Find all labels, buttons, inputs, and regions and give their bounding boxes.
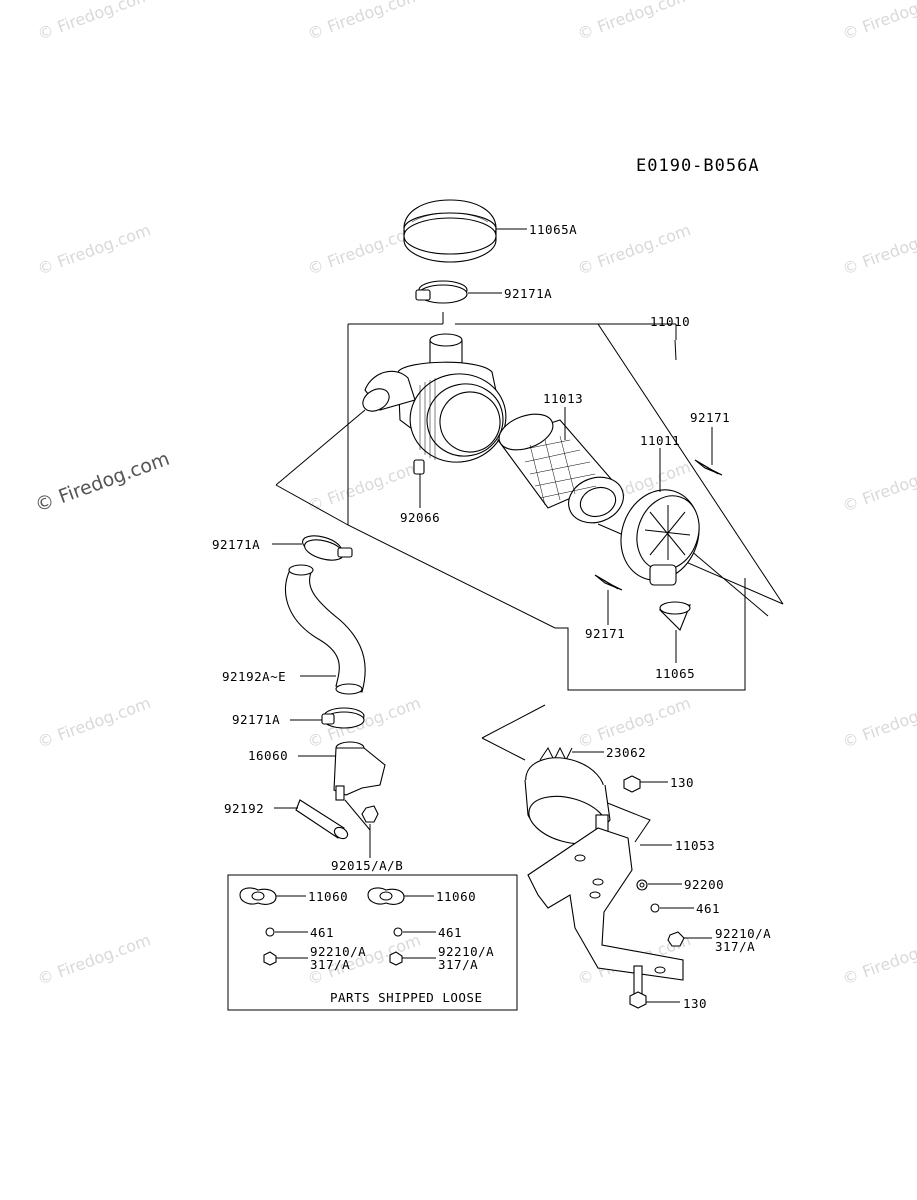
label-461: 461 bbox=[696, 901, 720, 916]
watermark: © Firedog.com bbox=[575, 693, 693, 752]
label-92171A-low: 92171A bbox=[232, 712, 280, 727]
washer-92200-part[interactable] bbox=[636, 879, 648, 891]
loose-washer-right-part[interactable] bbox=[393, 927, 403, 937]
watermark: © Firedog.com bbox=[840, 930, 917, 989]
label-130-upper: 130 bbox=[670, 775, 694, 790]
label-92192: 92192 bbox=[224, 801, 264, 816]
loose-washer-left-part[interactable] bbox=[265, 927, 275, 937]
label-317A-right: 317/A bbox=[438, 957, 478, 972]
label-11065: 11065 bbox=[655, 666, 695, 681]
label-92210A-right: 92210/A bbox=[438, 944, 494, 959]
label-317A: 317/A bbox=[715, 939, 755, 954]
label-23062: 23062 bbox=[606, 745, 646, 760]
air-cleaner-housing[interactable] bbox=[359, 333, 513, 475]
label-92171A-mid: 92171A bbox=[212, 537, 260, 552]
band-part[interactable] bbox=[520, 750, 613, 852]
watermark: © Firedog.com bbox=[575, 220, 693, 279]
label-461-left: 461 bbox=[310, 925, 334, 940]
label-92171A-top: 92171A bbox=[504, 286, 552, 301]
cover-part[interactable] bbox=[403, 199, 497, 263]
label-11010: 11010 bbox=[650, 314, 690, 329]
loose-box-title: PARTS SHIPPED LOOSE bbox=[330, 990, 483, 1005]
valve-part[interactable] bbox=[658, 601, 691, 631]
bolt-lower-part[interactable] bbox=[629, 965, 647, 1009]
band-outline bbox=[481, 704, 651, 843]
watermark: © Firedog.com bbox=[305, 0, 423, 44]
label-92210A-left: 92210/A bbox=[310, 944, 366, 959]
parts-shipped-loose-box bbox=[227, 874, 518, 1011]
watermark: © Firedog.com bbox=[35, 930, 153, 989]
label-11053: 11053 bbox=[675, 838, 715, 853]
watermark: © Firedog.com bbox=[840, 220, 917, 279]
loose-nut-right-part[interactable] bbox=[389, 951, 403, 966]
label-92200: 92200 bbox=[684, 877, 724, 892]
label-11013: 11013 bbox=[543, 391, 583, 406]
watermark: © Firedog.com bbox=[575, 0, 693, 44]
label-92015: 92015/A/B bbox=[331, 858, 403, 873]
clamp-top-part[interactable] bbox=[415, 280, 468, 304]
tube-part[interactable] bbox=[295, 799, 350, 841]
label-11060-left: 11060 bbox=[308, 889, 348, 904]
pipe-part[interactable] bbox=[333, 741, 386, 801]
watermark: © Firedog.com bbox=[840, 693, 917, 752]
clip-upper-part[interactable] bbox=[694, 459, 723, 476]
clamp-mid-part[interactable] bbox=[300, 532, 353, 564]
clip-lower-part[interactable] bbox=[594, 574, 623, 591]
watermark: © Firedog.com bbox=[840, 0, 917, 44]
watermark: © Firedog.com bbox=[305, 457, 423, 516]
filter-element-part[interactable] bbox=[494, 407, 630, 530]
watermark-prominent: © Firedog.com bbox=[32, 448, 172, 517]
watermark: © Firedog.com bbox=[35, 220, 153, 279]
label-461-right: 461 bbox=[438, 925, 462, 940]
cap-part[interactable] bbox=[609, 479, 712, 591]
watermark: © Firedog.com bbox=[840, 457, 917, 516]
nut-92015-part[interactable] bbox=[361, 805, 379, 823]
label-317A-left: 317/A bbox=[310, 957, 350, 972]
label-11065A: 11065A bbox=[529, 222, 577, 237]
watermark: © Firedog.com bbox=[35, 0, 153, 44]
label-92066: 92066 bbox=[400, 510, 440, 525]
label-16060: 16060 bbox=[248, 748, 288, 763]
bolt-upper-part[interactable] bbox=[623, 775, 641, 793]
label-92171-upper: 92171 bbox=[690, 410, 730, 425]
diagram-code: E0190-B056A bbox=[636, 156, 760, 176]
loose-gasket-right-part[interactable] bbox=[367, 887, 405, 905]
intake-hose-part[interactable] bbox=[284, 564, 366, 695]
leader bbox=[344, 799, 371, 831]
label-130-lower: 130 bbox=[683, 996, 707, 1011]
watermark-layer: © Firedog.com © Firedog.com © Firedog.co… bbox=[32, 0, 917, 989]
washer-461-part[interactable] bbox=[650, 903, 660, 913]
label-92171-lower: 92171 bbox=[585, 626, 625, 641]
nut-92210-part[interactable] bbox=[667, 931, 685, 947]
clamp-low-part[interactable] bbox=[321, 707, 365, 729]
label-92192A-E: 92192A~E bbox=[222, 669, 286, 684]
label-92210A: 92210/A bbox=[715, 926, 771, 941]
label-11011: 11011 bbox=[640, 433, 680, 448]
watermark: © Firedog.com bbox=[35, 693, 153, 752]
loose-gasket-left-part[interactable] bbox=[239, 887, 277, 905]
bracket-part[interactable] bbox=[527, 827, 684, 981]
label-11060-right: 11060 bbox=[436, 889, 476, 904]
loose-nut-left-part[interactable] bbox=[263, 951, 277, 966]
spring-part[interactable] bbox=[539, 746, 573, 762]
